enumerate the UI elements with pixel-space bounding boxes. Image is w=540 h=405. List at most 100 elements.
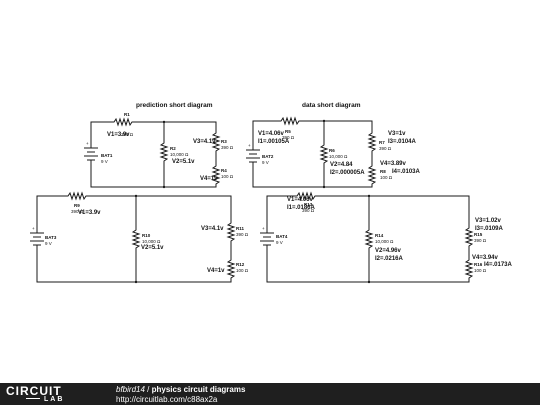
resistor-r15: R15 390 Ω <box>464 226 487 248</box>
resistor-r3: R3 390 Ω <box>211 131 234 153</box>
svg-text:+: + <box>86 141 89 146</box>
circuitlab-logo[interactable]: CIRCUIT LAB <box>6 385 98 403</box>
c3-v3: V3=4.1v <box>201 226 224 232</box>
bat2-label: BAT2 <box>262 154 274 159</box>
c4-v2: V2=4.96v <box>375 248 402 254</box>
resistor-r9: R9 390 Ω <box>66 191 88 214</box>
bat3-label: BAT3 <box>45 235 57 240</box>
c2-v3: V3=1v <box>388 131 406 137</box>
r10-label: R10 <box>142 233 151 238</box>
c2-v1: V1=4.06v <box>258 131 285 137</box>
c3-v4: V4=1v <box>207 268 225 274</box>
svg-text:+: + <box>262 226 265 231</box>
resistor-r6: R6 10,000 Ω <box>319 143 348 165</box>
c2-v4: V4=3.89v <box>380 161 407 167</box>
r12-value: 100 Ω <box>236 268 249 273</box>
author-link[interactable]: bfbird14 <box>116 385 145 394</box>
r9-value: 390 Ω <box>71 209 84 214</box>
resistor-r1: R1 390 Ω <box>112 112 138 137</box>
c2-i4: I4=.0103A <box>392 169 421 175</box>
battery-bat3: + BAT3 9 V <box>30 223 57 252</box>
r4-value: 100 Ω <box>221 174 234 179</box>
bat1-value: 9 V <box>101 159 108 164</box>
r14-value: 10,000 Ω <box>375 239 394 244</box>
c3-v1: V1=3.9v <box>78 210 101 216</box>
c1-v1: V1=3.9v <box>107 132 130 138</box>
resistor-r2: R2 10,000 Ω <box>159 141 189 163</box>
resistor-r10: R10 10,000 Ω <box>131 228 161 250</box>
c4-v4: V4=3.94v <box>472 255 499 261</box>
battery-bat1: + BAT1 9 V <box>84 137 113 166</box>
r5-label: R5 <box>285 129 291 134</box>
resistor-r7: R7 390 Ω <box>367 131 392 153</box>
c4-i4: I4=.0173A <box>484 262 513 268</box>
r2-label: R2 <box>170 146 176 151</box>
r4-label: R4 <box>221 168 227 173</box>
separator: / <box>144 385 152 394</box>
c1-v4: V4=1v <box>200 176 218 182</box>
resistor-r4: R4 100 Ω <box>211 164 234 186</box>
r3-value: 390 Ω <box>221 145 234 150</box>
resistor-r12: R12 100 Ω <box>226 258 249 280</box>
resistor-r8: R8 100 Ω <box>367 164 393 186</box>
circuit-data-top: + BAT2 9 V R5 390 Ω R6 10,000 Ω R7 390 Ω… <box>246 116 421 189</box>
r11-label: R11 <box>236 226 245 231</box>
resistor-r5: R5 390 Ω <box>279 116 301 140</box>
r9-label: R9 <box>74 203 80 208</box>
c2-i3: I3=.0104A <box>388 139 417 145</box>
r2-value: 10,000 Ω <box>170 152 189 157</box>
r8-value: 100 Ω <box>380 175 393 180</box>
r10-value: 10,000 Ω <box>142 239 161 244</box>
c4-i1: I1=.0186A <box>287 205 316 211</box>
logo-line-icon <box>26 398 40 399</box>
wires <box>266 195 470 283</box>
resistor-r11: R11 390 Ω <box>226 221 249 243</box>
c1-v2: V2=5.1v <box>172 159 195 165</box>
title-data: data short diagram <box>302 102 361 109</box>
c4-v3: V3=1.02v <box>475 218 502 224</box>
resistor-r14: R14 10,000 Ω <box>364 228 394 250</box>
circuit-title: physics circuit diagrams <box>151 385 246 394</box>
r1-label: R1 <box>124 112 130 117</box>
bat4-value: 9 V <box>276 240 283 245</box>
c4-v1: V1=4.06v <box>287 197 314 203</box>
c1-v3: V3=4.1v <box>193 139 216 145</box>
circuit-prediction-bottom: + BAT3 9 V R9 390 Ω R10 10,000 Ω R11 390… <box>30 191 249 284</box>
r16-label: R16 <box>474 262 483 267</box>
resistor-r16: R16 100 Ω <box>464 258 487 280</box>
r13-value: 390 Ω <box>302 208 315 213</box>
r11-value: 390 Ω <box>236 232 249 237</box>
c4-i2: I2=.0216A <box>375 256 404 262</box>
wires <box>36 195 232 283</box>
r15-label: R15 <box>474 232 483 237</box>
circuit-data-bottom: + BAT4 9 V R13 390 Ω R14 10,000 Ω R15 39… <box>260 191 513 284</box>
svg-text:+: + <box>248 143 251 148</box>
c3-v2: V2=5.1v <box>141 245 164 251</box>
r6-value: 10,000 Ω <box>329 154 348 159</box>
battery-bat4: + BAT4 9 V <box>260 223 288 252</box>
c2-i1: I1=.00105A <box>258 139 290 145</box>
r15-value: 390 Ω <box>474 238 487 243</box>
circuit-url-link[interactable]: http://circuitlab.com/c88ax2a <box>116 395 218 404</box>
r7-value: 390 Ω <box>379 146 392 151</box>
footer-bar: CIRCUIT LAB bfbird14 / physics circuit d… <box>0 383 540 405</box>
schematic-canvas: prediction short diagram data short diag… <box>30 102 513 284</box>
c2-i2: I2=.000005A <box>330 170 365 176</box>
r5-value: 390 Ω <box>282 135 295 140</box>
c2-v2: V2=4.84 <box>330 162 353 168</box>
resistor-r13: R13 390 Ω <box>295 191 317 213</box>
svg-text:+: + <box>32 226 35 231</box>
r12-label: R12 <box>236 262 245 267</box>
bat3-value: 9 V <box>45 241 52 246</box>
r16-value: 100 Ω <box>474 268 487 273</box>
r14-label: R14 <box>375 233 384 238</box>
bat4-label: BAT4 <box>276 234 288 239</box>
r13-label: R13 <box>304 202 313 207</box>
r3-label: R3 <box>221 139 227 144</box>
c4-i3: I3=.0109A <box>475 226 504 232</box>
r6-label: R6 <box>329 148 335 153</box>
footer-title-line: bfbird14 / physics circuit diagrams <box>116 385 245 394</box>
bat1-label: BAT1 <box>101 153 113 158</box>
r8-label: R8 <box>380 169 386 174</box>
